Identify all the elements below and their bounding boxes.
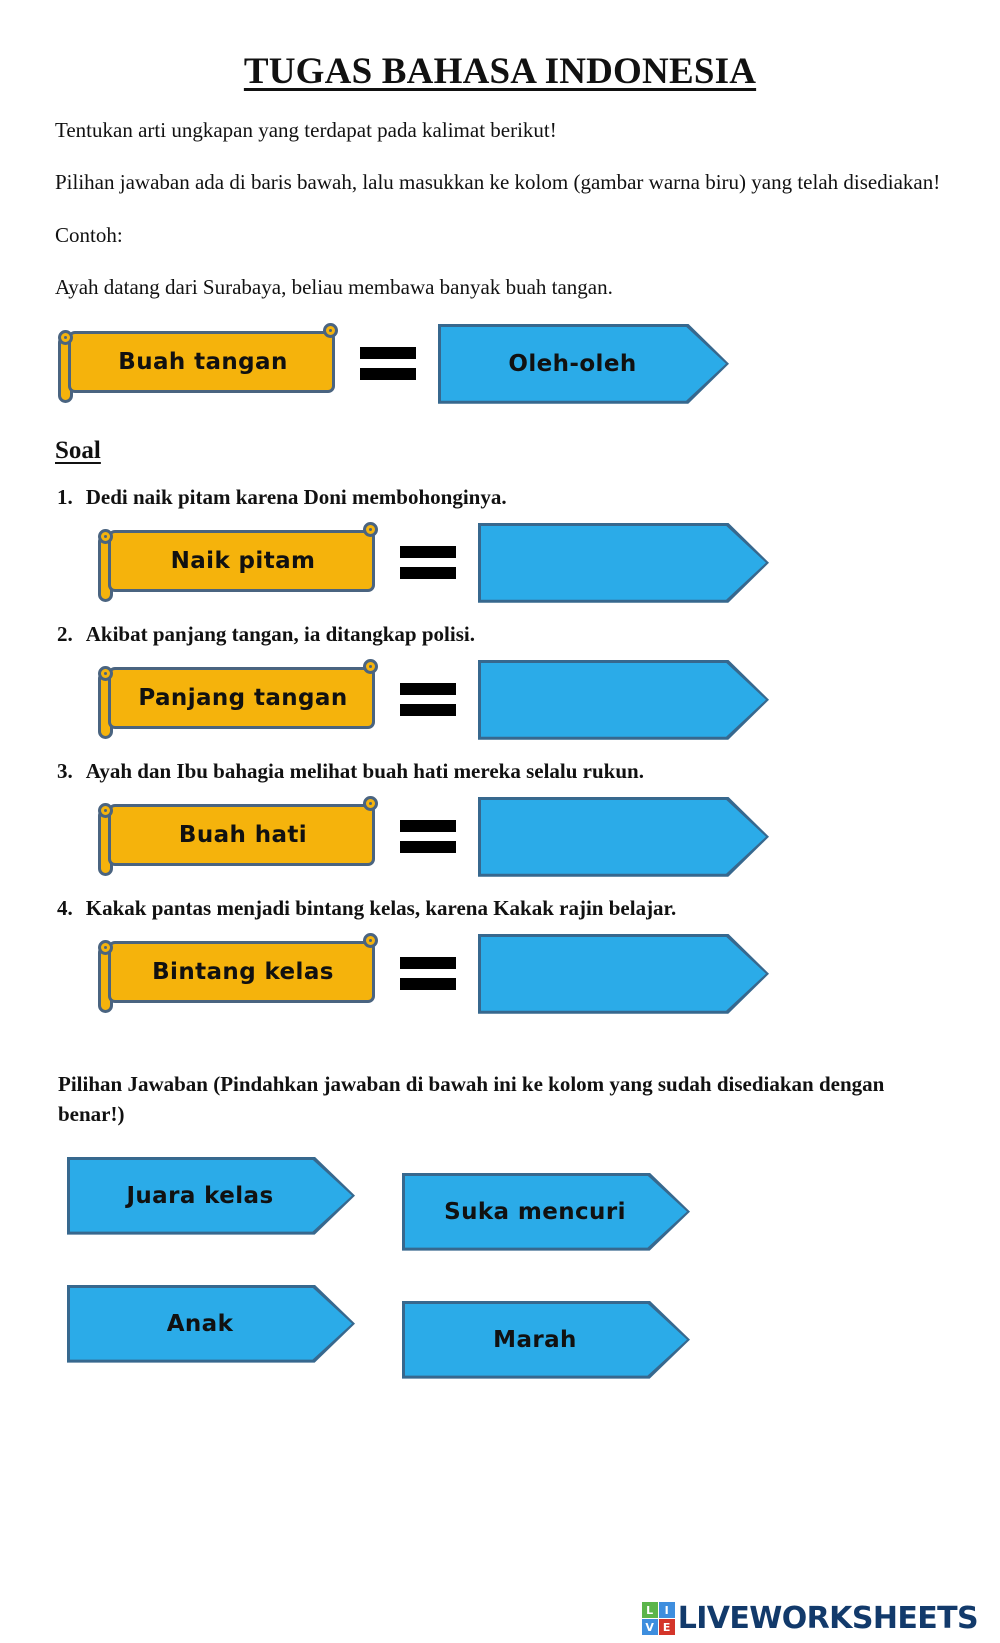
scroll-curl-left-icon — [98, 665, 113, 681]
example-term-label: Buah tangan — [118, 348, 288, 375]
term-label-2: Panjang tangan — [138, 684, 348, 711]
scroll-curl-right-icon — [323, 322, 338, 338]
answer-slot-4[interactable] — [478, 933, 769, 1014]
equals-bar-bottom — [400, 704, 456, 717]
scroll-body — [68, 330, 335, 393]
answer-option-cell: Marah — [402, 1288, 745, 1379]
match-row-1: Naik pitam — [55, 510, 945, 603]
answer-option-anak[interactable]: Anak — [67, 1284, 355, 1363]
question-number-4: 4. — [57, 895, 73, 920]
intro-paragraph-1: Tentukan arti ungkapan yang terdapat pad… — [55, 118, 557, 142]
equals-bar-bottom — [400, 841, 456, 854]
arrow-fill — [70, 1287, 352, 1360]
term-scroll-4: Bintang kelas — [95, 932, 378, 1013]
answer-option-label: Marah — [493, 1326, 577, 1353]
logo-letter-i: I — [658, 1602, 675, 1618]
answer-option-suka-mencuri[interactable]: Suka mencuri — [402, 1172, 690, 1251]
question-sentence-1: Dedi naik pitam karena Doni membohonginy… — [85, 484, 507, 509]
section-heading-soal: Soal — [55, 436, 101, 464]
arrow-fill — [70, 1159, 352, 1232]
question-number-3: 3. — [57, 758, 73, 783]
logo-letter-v: V — [641, 1619, 658, 1635]
liveworksheets-logo-icon: L I V E — [641, 1602, 675, 1635]
question-sentence-2: Akibat panjang tangan, ia ditangkap poli… — [85, 621, 475, 646]
scroll-curl-left-icon — [98, 528, 113, 544]
match-row-3: Buah hati — [55, 784, 945, 877]
term-label-4: Bintang kelas — [152, 958, 334, 985]
scroll-body — [108, 940, 375, 1003]
scroll-curl-right-icon — [363, 932, 378, 948]
scroll-curl-left-icon — [98, 939, 113, 955]
equals-sign-icon — [357, 347, 419, 381]
equals-bar-bottom — [400, 567, 456, 580]
answer-slot-1[interactable] — [478, 522, 769, 603]
example-match-row: Buah tangan Oleh-oleh — [55, 303, 945, 404]
scroll-curl-right-icon — [363, 795, 378, 811]
question-number-2: 2. — [57, 621, 73, 646]
term-scroll-3: Buah hati — [95, 795, 378, 876]
equals-bar-top — [360, 347, 416, 360]
arrow-fill — [481, 662, 766, 737]
answer-slot-3[interactable] — [478, 796, 769, 877]
equals-bar-top — [400, 820, 456, 833]
scroll-body — [108, 803, 375, 866]
example-term-scroll: Buah tangan — [55, 322, 338, 403]
question-line-1: 1. Dedi naik pitam karena Doni membohong… — [55, 465, 945, 510]
scroll-body — [108, 666, 375, 729]
match-row-4: Bintang kelas — [55, 921, 945, 1014]
question-sentence-4: Kakak pantas menjadi bintang kelas, kare… — [85, 895, 677, 920]
example-sentence: Ayah datang dari Surabaya, beliau membaw… — [55, 275, 613, 300]
equals-bar-top — [400, 683, 456, 696]
answer-option-cell: Juara kelas — [65, 1156, 405, 1248]
question-line-2: 2. Akibat panjang tangan, ia ditangkap p… — [55, 602, 945, 647]
answer-option-label: Suka mencuri — [444, 1198, 626, 1225]
arrow-fill — [481, 799, 766, 874]
arrow-fill — [481, 936, 766, 1011]
answer-options-grid: Juara kelas Suka mencuri Anak Marah — [55, 1130, 945, 1379]
scroll-curl-right-icon — [363, 658, 378, 674]
scroll-curl-left-icon — [98, 802, 113, 818]
liveworksheets-footer[interactable]: L I V E LIVEWORKSHEETS — [641, 1600, 979, 1636]
answer-option-marah[interactable]: Marah — [402, 1300, 690, 1379]
equals-bar-top — [400, 957, 456, 970]
example-label: Contoh: — [55, 222, 123, 247]
logo-letter-l: L — [641, 1602, 658, 1618]
equals-bar-top — [400, 546, 456, 559]
question-line-4: 4. Kakak pantas menjadi bintang kelas, k… — [55, 876, 945, 921]
answer-option-cell: Anak — [65, 1284, 405, 1376]
example-meaning-label: Oleh-oleh — [508, 350, 637, 377]
scroll-body — [108, 529, 375, 592]
equals-bar-bottom — [400, 978, 456, 991]
answer-option-juara-kelas[interactable]: Juara kelas — [67, 1156, 355, 1235]
term-scroll-1: Naik pitam — [95, 521, 378, 602]
example-meaning-arrow: Oleh-oleh — [438, 323, 729, 404]
arrow-fill — [405, 1303, 687, 1376]
arrow-fill — [405, 1175, 687, 1248]
arrow-fill — [441, 326, 726, 401]
equals-bar-bottom — [360, 368, 416, 381]
logo-letter-e: E — [658, 1619, 675, 1635]
answer-option-label: Anak — [166, 1310, 234, 1337]
answer-option-label: Juara kelas — [126, 1182, 274, 1209]
liveworksheets-wordmark: LIVEWORKSHEETS — [677, 1600, 979, 1636]
answer-options-instruction: Pilihan Jawaban (Pindahkan jawaban di ba… — [58, 1071, 885, 1127]
page-title: TUGAS BAHASA INDONESIA — [243, 51, 757, 92]
equals-sign-icon — [397, 683, 459, 717]
question-sentence-3: Ayah dan Ibu bahagia melihat buah hati m… — [85, 758, 644, 783]
term-scroll-2: Panjang tangan — [95, 658, 378, 739]
match-row-2: Panjang tangan — [55, 647, 945, 740]
question-line-3: 3. Ayah dan Ibu bahagia melihat buah hat… — [55, 739, 945, 784]
arrow-fill — [481, 525, 766, 600]
equals-sign-icon — [397, 546, 459, 580]
scroll-curl-right-icon — [363, 521, 378, 537]
term-label-3: Buah hati — [178, 821, 308, 848]
equals-sign-icon — [397, 957, 459, 991]
answer-slot-2[interactable] — [478, 659, 769, 740]
intro-paragraph-2: Pilihan jawaban ada di baris bawah, lalu… — [55, 170, 941, 195]
question-number-1: 1. — [57, 484, 73, 509]
term-label-1: Naik pitam — [170, 547, 316, 574]
equals-sign-icon — [397, 820, 459, 854]
scroll-curl-left-icon — [58, 329, 73, 345]
answer-option-cell: Suka mencuri — [402, 1160, 745, 1251]
